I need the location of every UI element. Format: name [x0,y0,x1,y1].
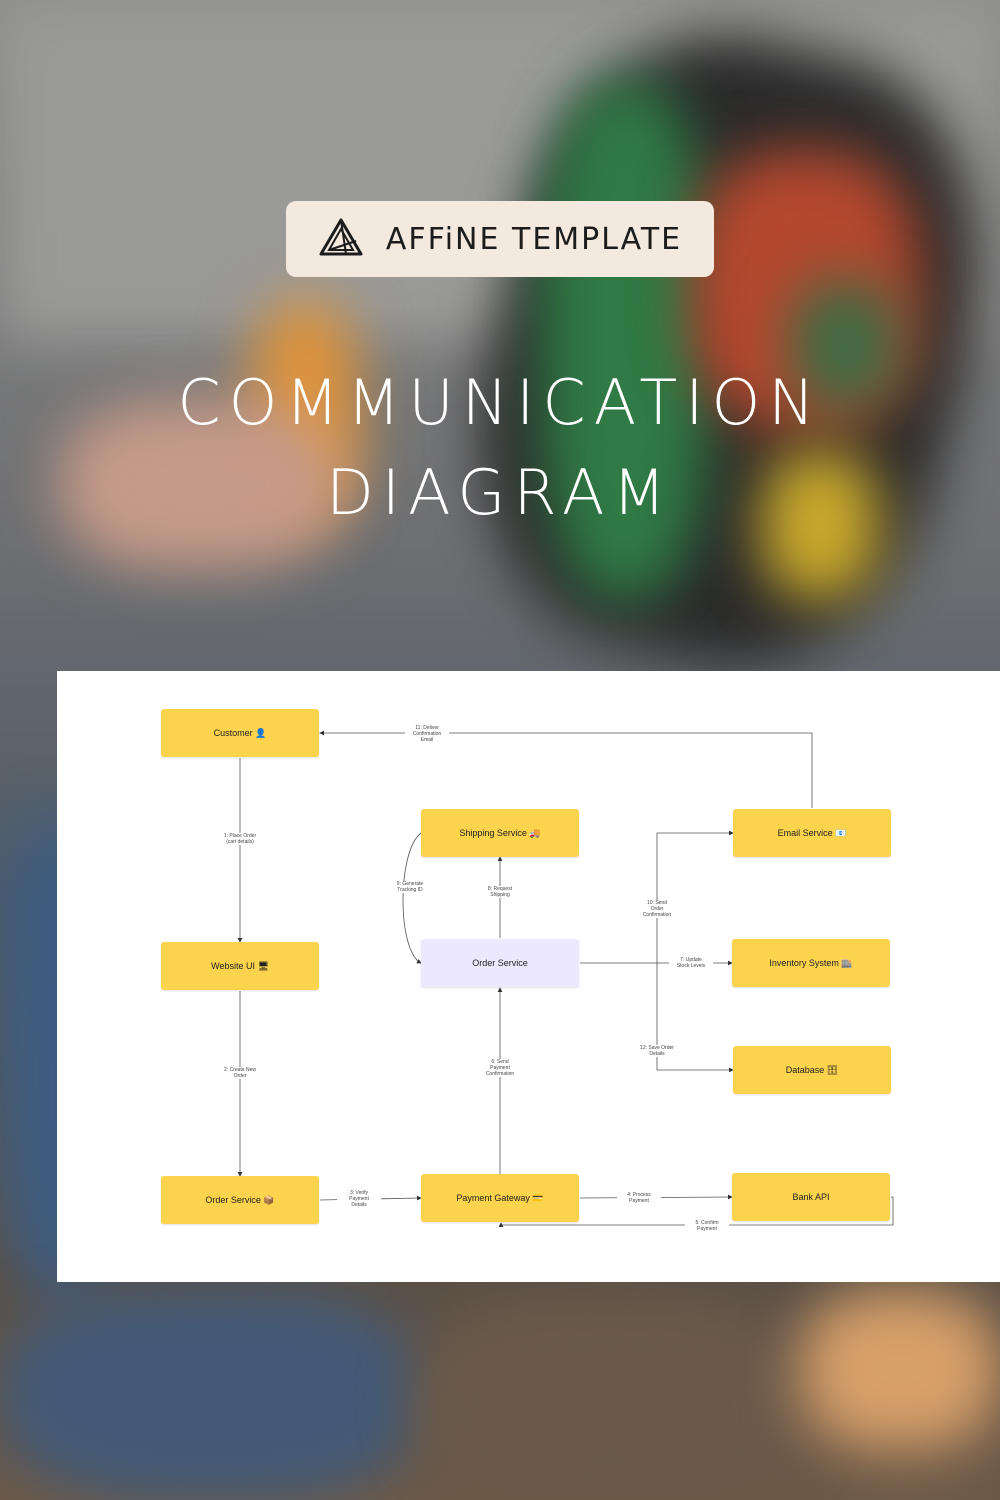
edge-label-10: 10: Send Order Confirmation [635,900,679,918]
node-database[interactable]: Database 🗄 [733,1046,891,1094]
node-shipping-service[interactable]: Shipping Service 🚚 [421,809,579,857]
edge-label-9: 9: Generate Tracking ID [388,881,432,893]
affine-logo-icon [318,217,364,261]
page-title-line-2: DIAGRAM [326,456,674,529]
edge-label-2: 2: Create New Order [218,1067,262,1079]
edge-line-11 [319,730,813,808]
edge-label-3: 3: Verify Payment Details [337,1190,381,1208]
edge-label-5: 5: Confirm Payment [685,1220,729,1232]
node-customer[interactable]: Customer 👤 [161,709,319,757]
node-order-service-center[interactable]: Order Service [421,939,579,987]
node-bank-api[interactable]: Bank API [732,1173,890,1221]
edge-line-5 [498,1196,894,1227]
node-order-service-bottom[interactable]: Order Service 📦 [161,1176,319,1224]
template-badge: AFFiNE TEMPLATE [286,201,714,277]
edge-line-9 [402,832,422,964]
edge-line-10 [656,830,734,963]
edge-label-4: 4: Process Payment [617,1192,661,1204]
edge-label-6: 6: Send Payment Confirmation [478,1059,522,1077]
edge-label-12: 12: Save Order Details [635,1045,679,1057]
node-payment-gateway[interactable]: Payment Gateway 💳 [421,1174,579,1222]
edge-line-12 [656,963,734,1073]
edge-label-7: 7: Update Stock Levels [669,957,713,969]
node-inventory-system[interactable]: Inventory System 🏬 [732,939,890,987]
edge-label-8: 8: Request Shipping [478,886,522,898]
node-email-service[interactable]: Email Service 📧 [733,809,891,857]
node-website-ui[interactable]: Website UI 🖥 [161,942,319,990]
diagram-canvas: Customer 👤 Website UI 🖥 Order Service 📦 … [57,671,1000,1282]
page-title-line-1: COMMUNICATION [177,366,823,439]
edge-label-1: 1: Place Order (cart details) [218,833,262,845]
badge-label: AFFiNE TEMPLATE [385,221,683,257]
edge-label-11: 11: Deliver Confirmation Email [405,725,449,743]
